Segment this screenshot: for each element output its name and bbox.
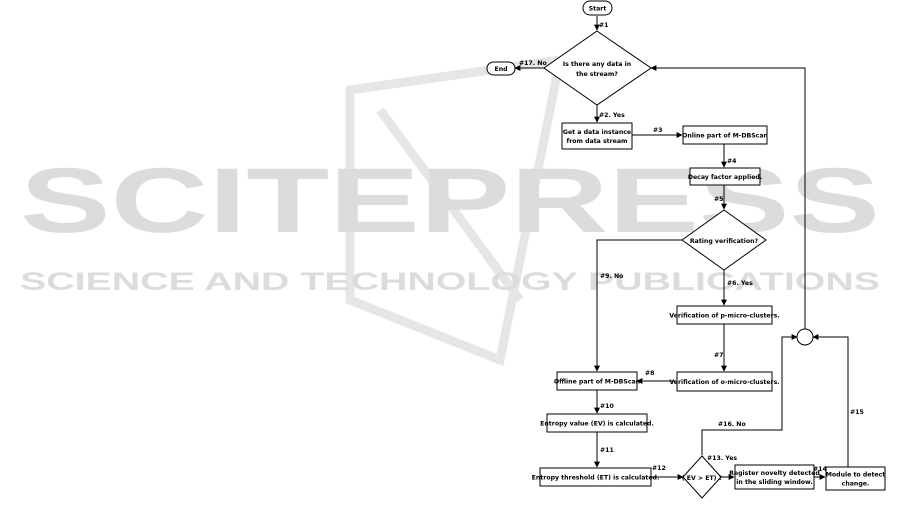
edge-label-16: #16. No [718, 421, 746, 428]
edge-label-11: #11 [600, 447, 614, 454]
node-junction [796, 328, 814, 346]
edge-label-4: #4 [727, 158, 737, 165]
node-entropy-value-line-1: Entropy value (EV) is calculated. [540, 421, 654, 428]
edge-rating-to-offline [594, 239, 682, 372]
edge-label-15: #15 [850, 409, 864, 416]
node-entropy-value: Entropy value (EV) is calculated. [540, 413, 654, 433]
node-offline: Offline part of M-DBScan [554, 371, 640, 391]
node-get-instance-line-1: Get a data instance [563, 129, 631, 136]
node-decision-rating-line-1: Rating verification? [690, 238, 759, 245]
edge-module-to-junction [812, 334, 849, 467]
node-offline-line-1: Offline part of M-DBScan [554, 379, 640, 386]
node-decay-line-1: Decay factor applied. [688, 174, 762, 181]
edge-label-2: #2. Yes [599, 112, 625, 119]
node-start-line-1: Start [589, 6, 607, 13]
node-decision-ev-et: ( EV > ET) ? [682, 455, 723, 499]
node-online-line-1: Online part of M-DBScan [682, 133, 768, 140]
edge-label-8: #8 [645, 370, 655, 377]
node-decision-data-line-2: the stream? [576, 71, 618, 78]
node-decay: Decay factor applied. [688, 167, 762, 186]
node-online: Online part of M-DBScan [682, 125, 768, 145]
node-module-line-2: change. [842, 481, 870, 488]
node-end: End [486, 61, 516, 76]
node-entropy-threshold: Entropy threshold (ET) is calculated. [532, 467, 660, 487]
node-end-line-1: End [494, 66, 507, 73]
watermark-small-text: SCIENCE AND TECHNOLOGY PUBLICATIONS [20, 268, 880, 296]
node-verif-o: Verification of o-micro-clusters. [669, 371, 780, 392]
edge-label-9: #9. No [600, 273, 623, 280]
edge-junction-to-data [650, 65, 806, 329]
node-register-line-2: in the sliding window. [736, 479, 812, 486]
node-register: Register novelty detected in the sliding… [729, 464, 820, 490]
edge-label-14: #14 [813, 466, 827, 473]
node-verif-p: Verification of p-micro-clusters. [669, 305, 780, 325]
edge-decision-to-junction [701, 334, 798, 455]
edge-label-7: #7 [714, 352, 724, 359]
edge-label-13: #13. Yes [707, 455, 737, 462]
node-decision-data: Is there any data in the stream? [543, 30, 652, 106]
node-module-line-1: Module to detect [826, 472, 886, 479]
node-start: Start [582, 0, 613, 16]
node-verif-o-line-1: Verification of o-micro-clusters. [669, 379, 779, 386]
node-decision-rating: Rating verification? [681, 209, 767, 271]
edge-label-12: #12 [652, 465, 666, 472]
edge-label-17: #17. No [519, 60, 547, 67]
edge-label-1: #1 [599, 22, 609, 29]
node-get-instance-line-2: from data stream [567, 138, 628, 145]
node-entropy-threshold-line-1: Entropy threshold (ET) is calculated. [532, 475, 660, 482]
edge-label-5: #5 [714, 196, 724, 203]
node-get-instance: Get a data instance from data stream [561, 122, 633, 150]
node-register-line-1: Register novelty detected [729, 470, 820, 477]
edge-label-3: #3 [653, 127, 663, 134]
node-decision-data-line-1: Is there any data in [563, 61, 631, 68]
edge-label-6: #6. Yes [727, 280, 753, 287]
node-verif-p-line-1: Verification of p-micro-clusters. [669, 313, 779, 320]
node-module: Module to detect change. [825, 466, 886, 491]
edge-label-10: #10 [600, 403, 614, 410]
node-decision-ev-et-line-1: ( EV > ET) ? [682, 475, 723, 482]
